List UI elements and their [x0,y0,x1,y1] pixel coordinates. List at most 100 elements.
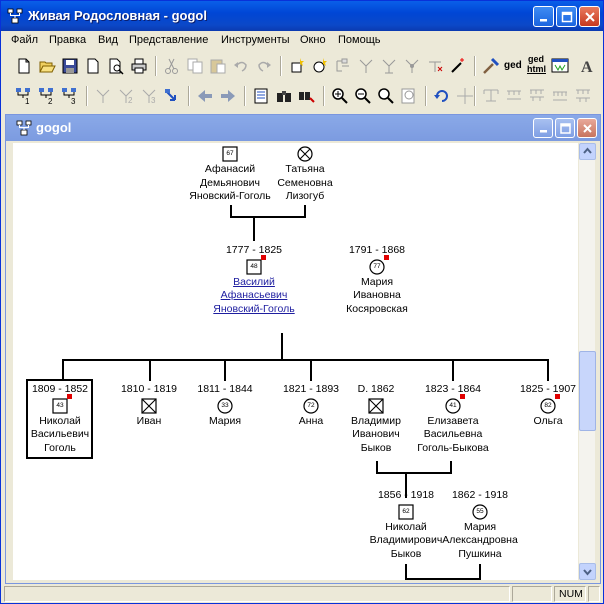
menu-tools[interactable]: Инструменты [221,34,290,46]
doc-close-button[interactable] [577,118,597,138]
document-title: gogol [36,120,72,135]
find-replace-button[interactable] [296,85,318,107]
menu-file[interactable]: Файл [11,34,39,46]
magic-tool-button[interactable] [447,55,469,77]
new-button[interactable] [13,55,35,77]
undo-button[interactable] [230,55,252,77]
refresh-button[interactable] [431,85,453,107]
tree-tool-4-button[interactable] [401,55,423,77]
zoom-page-button[interactable] [398,85,420,107]
generation-1-button[interactable]: 1 [13,85,35,107]
maximize-icon [560,123,571,134]
tree-branch-icon [359,59,373,73]
person-name-line[interactable]: Василий [233,275,275,288]
menu-help[interactable]: Помощь [338,34,381,46]
person-id: 67 [226,150,234,157]
layout-1-button[interactable] [480,85,502,107]
redo-button[interactable] [253,55,275,77]
open-button[interactable] [36,55,58,77]
vertical-scrollbar[interactable] [578,143,596,580]
back-button[interactable] [194,85,216,107]
person-dates: 1809 - 1852 [31,383,89,395]
blank-page-icon [87,58,99,74]
person-name-line[interactable]: Афанасьевич [220,289,288,301]
tree-link-icon [336,58,349,72]
layout-5-button[interactable] [572,85,594,107]
doc-minimize-button[interactable] [533,118,553,138]
male-icon: 62 [398,503,414,520]
swap-button[interactable] [161,85,183,107]
tree-tool-1-button[interactable] [332,55,354,77]
tree-tool-5-button[interactable] [424,55,446,77]
title-bar[interactable]: Живая Родословная - gogol [1,1,603,31]
layout-3-button[interactable] [526,85,548,107]
find-button[interactable] [273,85,295,107]
scroll-down-button[interactable] [579,563,596,580]
note-marker [261,254,266,260]
person-id: 41 [449,401,457,409]
font-button[interactable]: A [576,55,598,77]
copy-button[interactable] [184,55,206,77]
person-name-line: Демьянович [200,176,260,189]
tree-view-1-button[interactable] [92,85,114,107]
list-button[interactable] [250,85,272,107]
web-export-button[interactable] [549,55,571,77]
menu-edit[interactable]: Правка [49,34,87,46]
center-button[interactable] [454,85,476,107]
document-title-bar[interactable]: gogol [6,115,600,141]
add-female-button[interactable] [309,55,331,77]
tree-view-2-button[interactable]: 2 [115,85,137,107]
close-button[interactable] [579,6,600,27]
scroll-thumb[interactable] [579,351,596,431]
tree-tool-3-button[interactable] [378,55,400,77]
cut-button[interactable] [161,55,183,77]
doc-maximize-button[interactable] [555,118,575,138]
menu-window[interactable]: Окно [300,34,326,46]
layout-tree-4-icon [553,91,567,101]
person-id: 62 [402,507,410,515]
add-person-button[interactable] [286,55,308,77]
print-button[interactable] [128,55,150,77]
zoom-fit-button[interactable] [375,85,397,107]
layout-tree-5-icon [576,89,590,102]
minimize-button[interactable] [533,6,554,27]
generation-3-button[interactable]: 3 [59,85,81,107]
tree-fork-icon [382,59,396,74]
scroll-up-button[interactable] [579,143,596,160]
layout-4-button[interactable] [549,85,571,107]
person-name-line[interactable]: Яновский-Гоголь [213,302,295,315]
tools-button[interactable] [480,55,502,77]
menu-presentation[interactable]: Представление [129,34,209,46]
redo-icon [258,61,271,72]
forward-button[interactable] [217,85,239,107]
zoom-in-button[interactable] [329,85,351,107]
maximize-button[interactable] [556,6,577,27]
page-button[interactable] [82,55,104,77]
save-button[interactable] [59,55,81,77]
zoom-out-button[interactable] [352,85,374,107]
tree-tool-2-button[interactable] [355,55,377,77]
menu-view[interactable]: Вид [98,34,118,46]
tree-view-3-button[interactable]: 3 [138,85,160,107]
ged-export-button[interactable]: ged [503,55,523,77]
generation-2-button[interactable]: 2 [36,85,58,107]
preview-button[interactable] [105,55,127,77]
paste-button[interactable] [207,55,229,77]
layout-2-button[interactable] [503,85,525,107]
